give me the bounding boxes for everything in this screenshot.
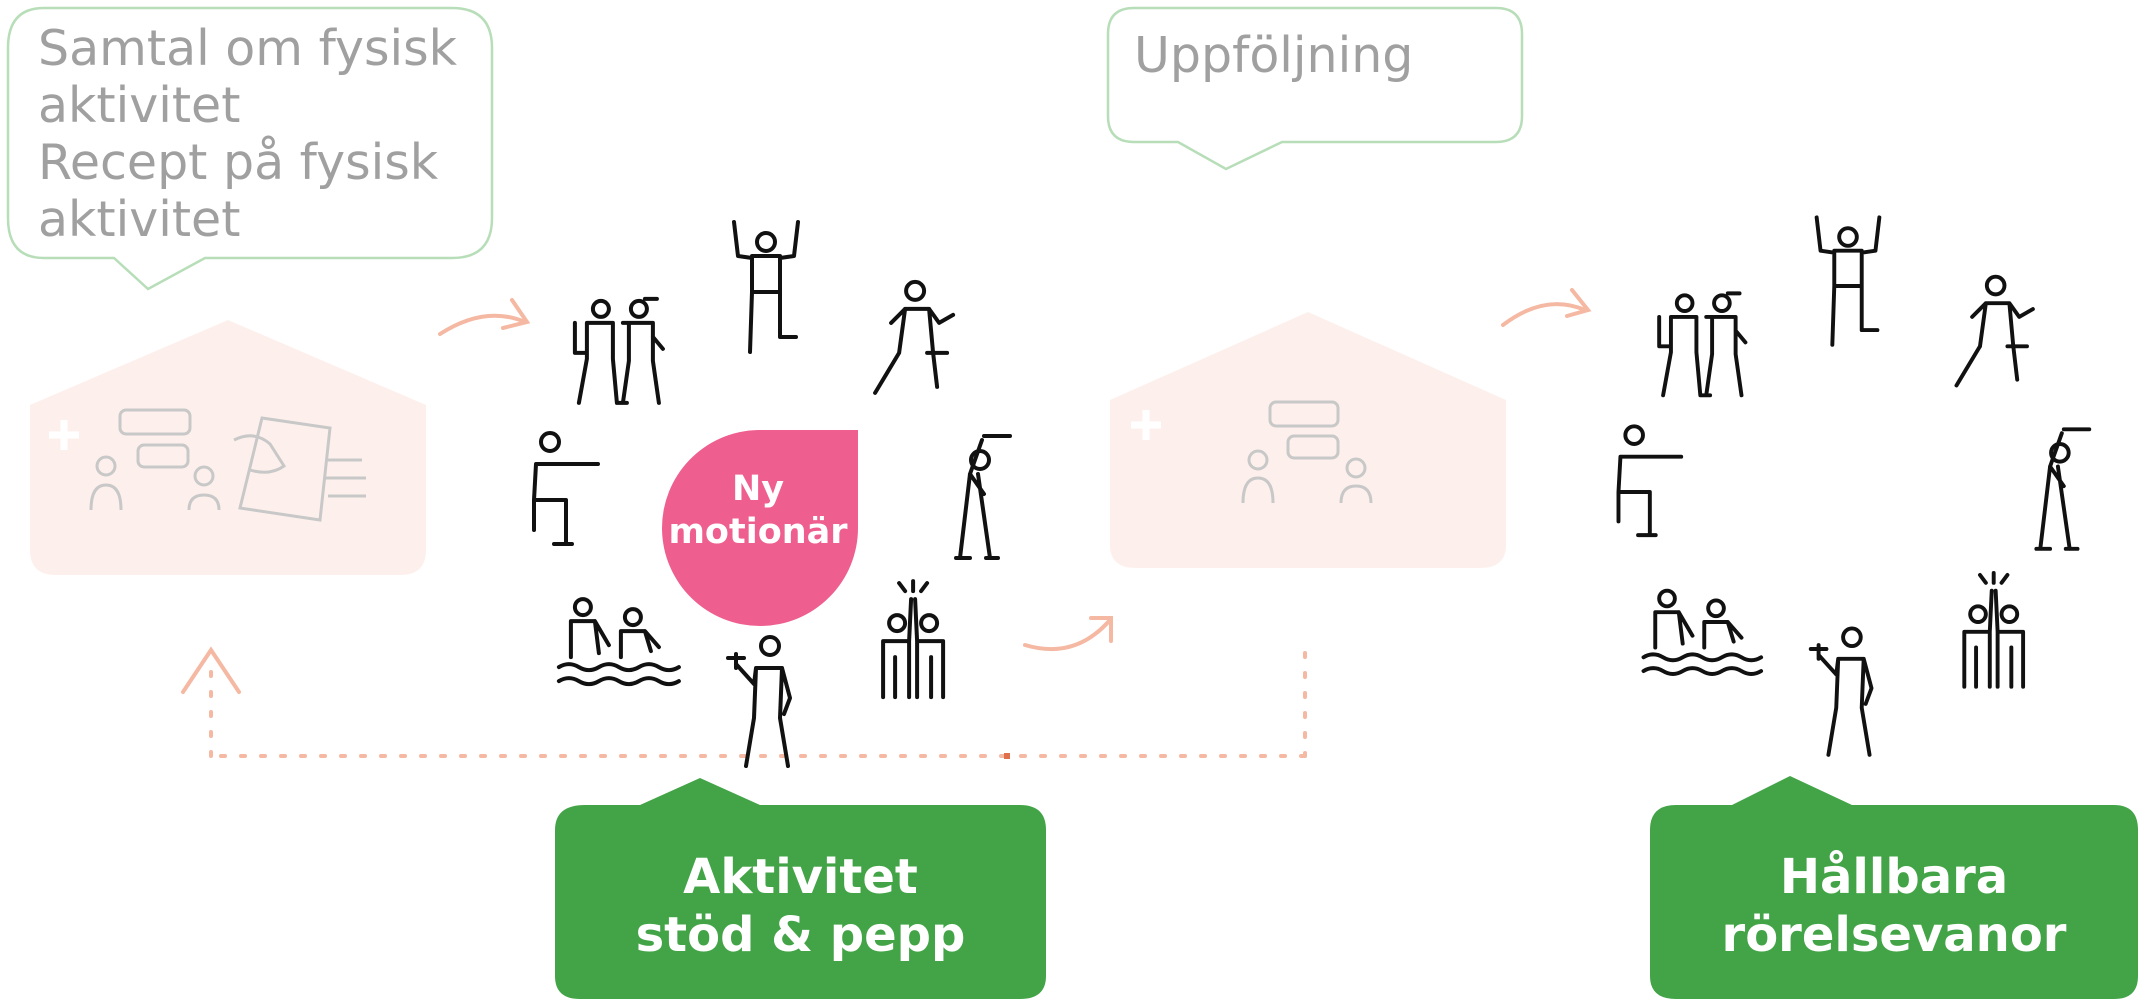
hikers-icon xyxy=(575,299,663,403)
squat-figure-icon xyxy=(534,433,598,544)
activity-callout-label: Aktivitet stöd & pepp xyxy=(555,848,1046,964)
swimmers-icon xyxy=(1644,591,1762,674)
stepping-figure-icon xyxy=(1956,277,2032,386)
activity-figures-ring xyxy=(1618,217,2089,754)
arms-raised-figure-icon xyxy=(734,222,798,352)
badge-line: motionär xyxy=(650,511,866,554)
center-badge-label: Ny motionär xyxy=(650,468,866,554)
bubble-line: aktivitet xyxy=(38,77,457,134)
bubble-line: aktivitet xyxy=(38,191,457,248)
high-five-figures-icon xyxy=(883,581,943,697)
stretching-figure-icon xyxy=(2036,429,2089,549)
callout-line: Hållbara xyxy=(1650,848,2138,906)
healthcare-house-icon xyxy=(30,320,426,575)
loop-marker xyxy=(1004,753,1010,759)
curved-arrow-icon xyxy=(440,300,527,334)
callout-line: rörelsevanor xyxy=(1650,906,2138,964)
stepping-figure-icon xyxy=(875,282,953,393)
high-five-figures-icon xyxy=(1964,573,2023,687)
bubble-line: Samtal om fysisk xyxy=(38,20,457,77)
middle-bubble-text: Uppföljning xyxy=(1134,27,1413,84)
hikers-icon xyxy=(1659,293,1745,395)
badge-line: Ny xyxy=(650,468,866,511)
callout-line: Aktivitet xyxy=(555,848,1046,906)
swimmers-icon xyxy=(559,599,679,684)
habits-callout-label: Hållbara rörelsevanor xyxy=(1650,848,2138,964)
bubble-line: Uppföljning xyxy=(1134,27,1413,84)
arms-raised-figure-icon xyxy=(1817,217,1880,344)
dumbbell-figure-icon xyxy=(728,637,790,766)
curved-arrow-icon xyxy=(1503,290,1588,325)
healthcare-house-icon xyxy=(1110,312,1506,568)
squat-figure-icon xyxy=(1618,426,1681,535)
curved-arrow-icon xyxy=(1025,618,1111,649)
callout-line: stöd & pepp xyxy=(555,906,1046,964)
dumbbell-figure-icon xyxy=(1811,628,1872,754)
bubble-line: Recept på fysisk xyxy=(38,134,457,191)
left-bubble-text: Samtal om fysisk aktivitet Recept på fys… xyxy=(38,20,457,248)
stretching-figure-icon xyxy=(956,436,1010,558)
